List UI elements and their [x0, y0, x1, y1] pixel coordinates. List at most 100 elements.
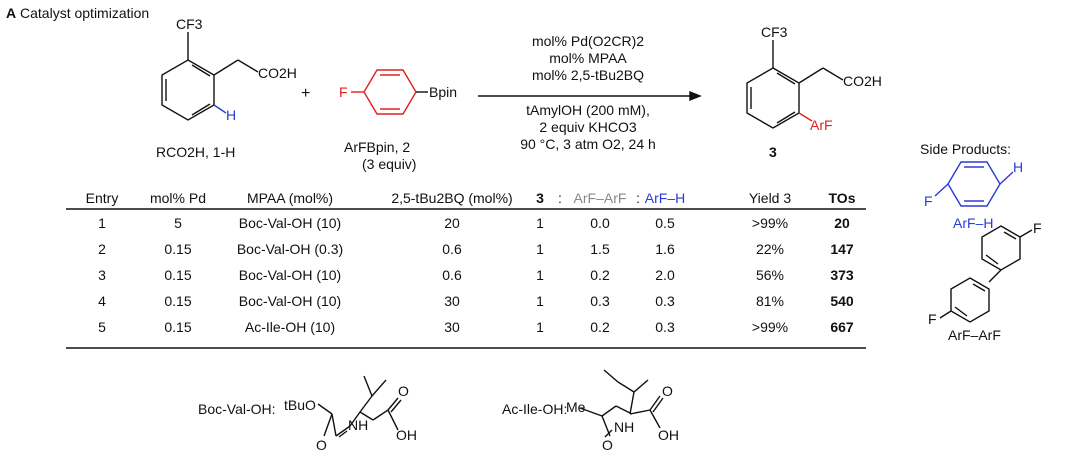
cell-bq: 0.6	[442, 267, 462, 283]
cell-yield: 56%	[755, 267, 785, 283]
cell-ratio-arh: 0.3	[655, 293, 675, 309]
cell-mpaa: Boc-Val-OH (10)	[238, 215, 342, 231]
ac-o-amide: O	[602, 437, 613, 453]
arar-f-bottom: F	[928, 311, 937, 327]
cell-ratio-arh: 2.0	[655, 267, 675, 283]
ac-me: Me	[566, 399, 586, 415]
cell-entry: 4	[98, 293, 106, 309]
cell-tos: 20	[834, 215, 850, 231]
cell-yield: >99%	[751, 215, 789, 231]
sm1-co2h: CO2H	[258, 65, 297, 81]
arh-h: H	[1013, 159, 1024, 175]
boc-val-label: Boc-Val-OH:	[198, 401, 276, 417]
sm1-label: RCO2H, 1-H	[156, 144, 236, 160]
cell-entry: 3	[98, 267, 106, 283]
sm1-h: H	[226, 107, 237, 123]
header-arh: ArF–H	[644, 190, 686, 206]
product-arf: ArF	[810, 117, 833, 133]
cell-yield: >99%	[751, 319, 789, 335]
sm2-ring	[351, 69, 417, 115]
side-products-title: Side Products:	[920, 141, 1012, 157]
sm2-f: F	[339, 84, 348, 100]
cell-ratio-3: 1	[536, 215, 544, 231]
cell-entry: 5	[98, 319, 106, 335]
cell-entry: 1	[98, 215, 106, 231]
cell-mpaa: Boc-Val-OH (10)	[238, 267, 342, 283]
arar-label: ArF–ArF	[948, 327, 1001, 343]
cell-ratio-3: 1	[536, 241, 544, 257]
panel-letter: A	[6, 5, 17, 21]
sm1-ring	[161, 32, 259, 121]
cell-ratio-arar: 0.3	[590, 293, 610, 309]
product-label: 3	[769, 144, 777, 160]
cell-tos: 667	[830, 319, 854, 335]
cell-mol-pd: 0.15	[164, 267, 192, 283]
sm2-equiv: (3 equiv)	[362, 156, 417, 172]
header-tos: TOs	[828, 190, 856, 206]
cell-ratio-arh: 1.6	[655, 241, 675, 257]
condition-1: mol% Pd(O2CR)2	[531, 33, 645, 49]
cell-entry: 2	[98, 241, 106, 257]
cell-mpaa: Ac-Ile-OH (10)	[244, 319, 336, 335]
cell-ratio-arar: 0.2	[590, 267, 610, 283]
cell-bq: 30	[444, 293, 460, 309]
cell-ratio-arar: 1.5	[590, 241, 610, 257]
boc-val-skeleton	[317, 375, 402, 438]
boc-o-carbamate: O	[316, 437, 327, 453]
cell-ratio-arar: 0.0	[590, 215, 610, 231]
header-3: 3	[536, 190, 544, 206]
ac-ile-label: Ac-Ile-OH:	[502, 401, 568, 417]
condition-6: 90 °C, 3 atm O2, 24 h	[520, 136, 656, 152]
panel-title: A Catalyst optimization	[6, 6, 149, 20]
boc-o-acid: O	[398, 383, 409, 399]
ac-ile-skeleton	[579, 369, 664, 438]
header-colon-1: :	[558, 190, 562, 206]
product-arf-bond	[798, 112, 813, 122]
cell-yield: 81%	[755, 293, 785, 309]
cell-mol-pd: 5	[174, 215, 182, 231]
cell-bq: 20	[444, 215, 460, 231]
header-entry: Entry	[85, 190, 119, 206]
boc-tbuo: tBuO	[284, 397, 316, 413]
cell-mol-pd: 0.15	[164, 319, 192, 335]
header-arar: ArF–ArF	[573, 190, 627, 206]
header-mol-pd: mol% Pd	[149, 190, 207, 206]
ac-oh: OH	[658, 427, 679, 443]
header-mpaa: MPAA (mol%)	[246, 190, 334, 206]
cell-bq: 0.6	[442, 241, 462, 257]
sm2-bpin: Bpin	[429, 84, 458, 100]
arar-rings	[939, 225, 1033, 323]
cell-mol-pd: 0.15	[164, 241, 192, 257]
header-colon-2: :	[636, 190, 640, 206]
ac-o-acid: O	[662, 383, 673, 399]
cell-ratio-arar: 0.2	[590, 319, 610, 335]
ac-nh: NH	[614, 419, 635, 435]
arh-ring	[934, 161, 1014, 207]
cell-tos: 540	[830, 293, 854, 309]
product-cf3: CF3	[761, 24, 788, 40]
cell-mpaa: Boc-Val-OH (0.3)	[236, 241, 344, 257]
cell-ratio-3: 1	[536, 293, 544, 309]
cell-ratio-3: 1	[536, 267, 544, 283]
product-ring	[746, 40, 844, 129]
cell-mpaa: Boc-Val-OH (10)	[238, 293, 342, 309]
condition-2: mol% MPAA	[549, 50, 627, 66]
cell-ratio-arh: 0.3	[655, 319, 675, 335]
cell-ratio-3: 1	[536, 319, 544, 335]
product-co2h: CO2H	[843, 73, 882, 89]
cell-ratio-arh: 0.5	[655, 215, 675, 231]
condition-5: 2 equiv KHCO3	[539, 119, 637, 135]
cell-tos: 147	[830, 241, 854, 257]
condition-4: tAmylOH (200 mM),	[526, 102, 650, 118]
header-bq: 2,5-tBu2BQ (mol%)	[391, 190, 513, 206]
header-yield: Yield 3	[748, 190, 792, 206]
cell-tos: 373	[830, 267, 854, 283]
arar-f-top: F	[1033, 220, 1042, 236]
sm1-cf3: CF3	[176, 16, 203, 32]
sm2-label: ArFBpin, 2	[344, 139, 411, 155]
cell-mol-pd: 0.15	[164, 293, 192, 309]
arh-label: ArF–H	[953, 215, 994, 231]
arh-f: F	[924, 193, 933, 209]
cell-yield: 22%	[755, 241, 785, 257]
